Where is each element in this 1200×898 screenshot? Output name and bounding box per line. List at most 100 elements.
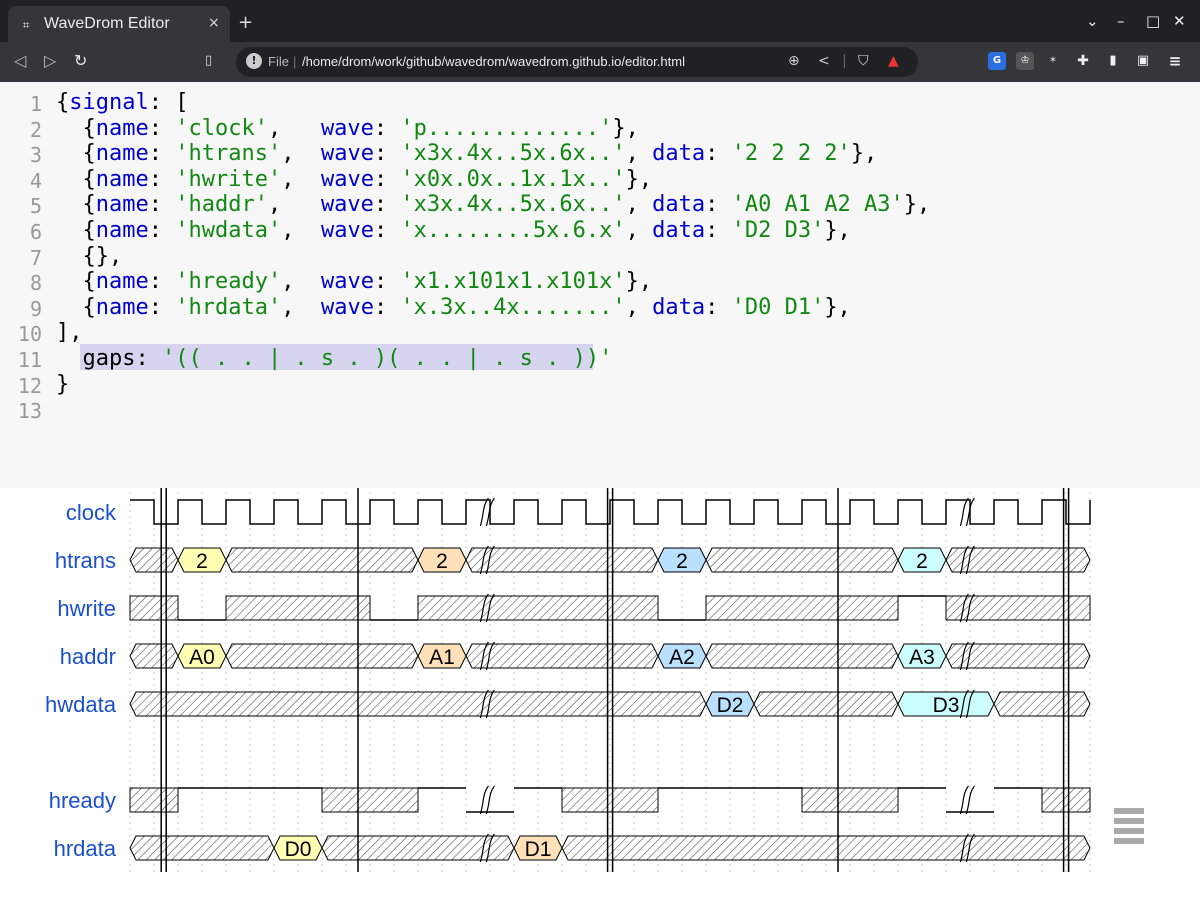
sidebar-icon[interactable]: ▮ (1109, 53, 1117, 68)
back-button[interactable]: ◁ (14, 51, 27, 70)
hwrite-undefined-mark (417, 595, 659, 621)
code-line[interactable]: {}, (56, 244, 122, 269)
code-line[interactable]: ], (56, 320, 83, 345)
drag-handle-icon[interactable] (1114, 808, 1144, 844)
code-line[interactable]: {name: 'htrans', wave: 'x3x.4x..5x.6x..'… (56, 141, 877, 166)
line-number: 9 (29, 296, 42, 321)
skip-mark (965, 593, 975, 623)
code-token: '2 2 2 2' (731, 141, 851, 167)
skip-mark (965, 497, 975, 527)
code-token: data (652, 141, 706, 167)
new-tab-button[interactable]: + (238, 12, 254, 33)
skip-mark (485, 641, 495, 671)
code-line[interactable]: {name: 'clock', wave: 'p.............'}, (56, 115, 638, 141)
code-token: ], (56, 320, 83, 346)
code-token: 'x1.x101x1.x101x' (400, 269, 626, 295)
haddr-undefined-mark (465, 643, 659, 669)
hwdata-undefined-mark (753, 691, 899, 717)
wavedrom-favicon-icon: ⌗ (22, 18, 30, 32)
menu-icon[interactable]: ≡ (1168, 52, 1182, 70)
line-number: 3 (29, 143, 42, 168)
code-token: name (95, 218, 149, 243)
signal-name-clock: clock (66, 500, 117, 525)
address-bar[interactable]: ! File | /home/drom/work/github/wavedrom… (236, 47, 918, 77)
code-token: 'A0 A1 A2 A3' (731, 192, 904, 218)
code-token: : (148, 269, 176, 295)
code-token: , (281, 141, 321, 167)
url-text[interactable]: /home/drom/work/github/wavedrom/wavedrom… (302, 54, 685, 69)
brave-rewards-icon[interactable]: ▲ (888, 53, 899, 69)
code-token: data (652, 192, 706, 218)
code-token: 'x........5x.6.x' (400, 218, 626, 243)
extension-icon[interactable]: ♔ (1016, 52, 1034, 70)
code-token: : (373, 141, 401, 167)
code-token: 'hready' (175, 269, 282, 295)
code-token: signal (69, 90, 149, 115)
browser-toolbar: ◁ ▷ ↻ ▯ ! File | /home/drom/work/github/… (0, 42, 1200, 82)
code-line[interactable]: {signal: [ (56, 90, 188, 115)
extension-2-icon[interactable]: ✶ (1048, 55, 1058, 66)
info-icon[interactable]: ! (246, 53, 262, 69)
code-line[interactable]: {name: 'haddr', wave: 'x3x.4x..5x.6x..',… (56, 192, 930, 217)
tab-search-icon[interactable]: ⌄ (1086, 12, 1099, 30)
code-token: : [ (148, 90, 189, 115)
code-line[interactable]: gaps: '(( . . | . s . )( . . | . s . ))' (56, 346, 613, 371)
share-icon[interactable]: < (818, 53, 830, 69)
brave-shields-icon[interactable]: ⛉ (858, 53, 869, 69)
code-token: , (625, 192, 653, 218)
htrans-undefined-mark (705, 547, 899, 573)
close-window-button[interactable]: ✕ (1173, 12, 1186, 30)
bookmark-icon[interactable]: ▯ (205, 53, 213, 68)
line-number: 11 (17, 348, 42, 372)
skip-mark (479, 641, 489, 671)
extensions-puzzle-icon[interactable]: ✚ (1077, 53, 1089, 69)
code-token: name (95, 192, 149, 218)
htrans-value-label: 2 (436, 550, 448, 573)
code-token: data (652, 218, 706, 243)
tab-wavedrom-editor[interactable]: ⌗ WaveDrom Editor × (8, 6, 230, 42)
wallet-icon[interactable]: ▣ (1136, 53, 1150, 68)
haddr-value-label: A0 (189, 646, 215, 669)
skip-mark (479, 497, 489, 527)
skip-mark (965, 689, 975, 719)
code-token: wave (320, 294, 374, 320)
code-token: wave (320, 218, 374, 243)
code-token: {}, (56, 243, 123, 269)
clock-wave (130, 499, 1091, 525)
haddr-value-label: A2 (669, 646, 695, 669)
code-token: wave (320, 269, 374, 295)
maximize-button[interactable]: □ (1146, 12, 1161, 30)
zoom-icon[interactable]: ⊕ (788, 53, 800, 69)
code-line[interactable]: {name: 'hready', wave: 'x1.x101x1.x101x'… (56, 269, 652, 294)
hready-undefined-mark (1041, 787, 1091, 813)
skip-mark (485, 545, 495, 575)
minimize-button[interactable]: – (1117, 12, 1125, 30)
code-token: 'hrdata' (175, 294, 282, 320)
code-token: { (56, 141, 96, 167)
haddr-value-label: A3 (909, 646, 935, 669)
tab-close-icon[interactable]: × (208, 15, 220, 31)
code-token: : (148, 115, 176, 141)
htrans-value-label: 2 (676, 550, 688, 573)
code-token: { (56, 294, 96, 320)
line-number: 4 (29, 168, 42, 193)
code-line[interactable]: {name: 'hrdata', wave: 'x.3x..4x.......'… (56, 294, 850, 320)
htrans-undefined-mark (225, 547, 419, 573)
code-token: : (373, 294, 401, 320)
code-line[interactable]: {name: 'hwrite', wave: 'x0x.0x..1x.1x..'… (56, 167, 652, 192)
reload-button[interactable]: ↻ (74, 51, 88, 70)
hwrite-undefined-mark (129, 595, 179, 621)
line-number: 7 (29, 245, 42, 270)
code-token: , (267, 192, 321, 218)
skip-mark (479, 689, 489, 719)
code-token: }, (903, 192, 931, 218)
forward-button[interactable]: ▷ (44, 51, 57, 70)
code-token: wave (320, 141, 374, 167)
code-line[interactable]: {name: 'hwdata', wave: 'x........5x.6.x'… (56, 218, 850, 243)
code-token: 'hwrite' (175, 166, 282, 192)
code-token: : (705, 141, 732, 167)
skip-mark (485, 785, 495, 815)
translate-extension-icon[interactable]: G (988, 52, 1006, 70)
code-line[interactable]: } (56, 372, 69, 397)
